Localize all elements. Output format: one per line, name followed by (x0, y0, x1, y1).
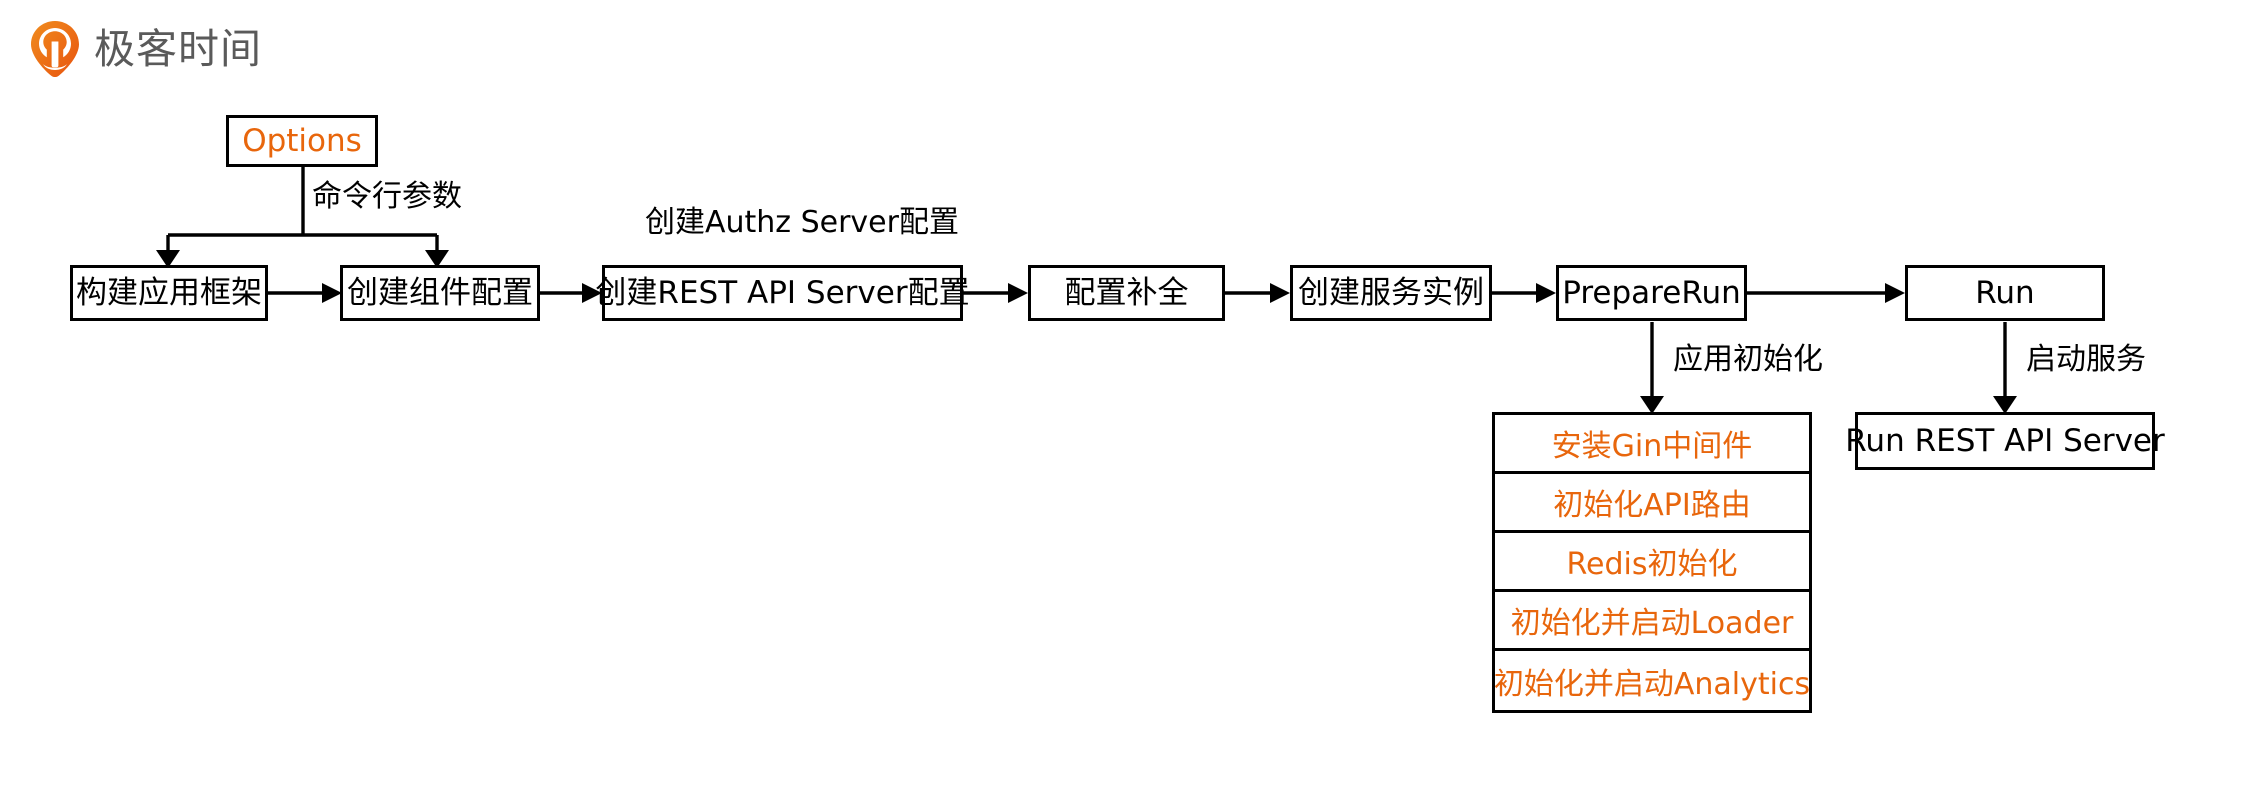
node-options-label: Options (242, 122, 362, 159)
node-run[interactable]: Run (1905, 265, 2105, 321)
brand-name: 极客时间 (94, 24, 262, 73)
node-label: 配置补全 (1064, 274, 1189, 311)
node-prepare-run[interactable]: PrepareRun (1556, 265, 1747, 321)
stack-item-init-start-analytics[interactable]: 初始化并启动Analytics (1493, 651, 1811, 710)
edge-label-start-service: 启动服务 (2026, 342, 2146, 377)
node-create-service-instance[interactable]: 创建服务实例 (1290, 265, 1492, 321)
stack-item-init-api-routes[interactable]: 初始化API路由 (1495, 474, 1809, 533)
node-label: 构建应用框架 (76, 274, 262, 311)
edge-label-command-line-args: 命令行参数 (312, 179, 462, 214)
node-label: 创建组件配置 (347, 274, 533, 311)
node-label: 创建服务实例 (1298, 274, 1484, 311)
stack-item-install-gin-middleware[interactable]: 安装Gin中间件 (1495, 415, 1809, 474)
node-options[interactable]: Options (226, 115, 378, 167)
geek-time-pin-logo-icon (31, 21, 79, 78)
edge-label-authz-server-config: 创建Authz Server配置 (645, 205, 959, 240)
stack-item-label: 初始化API路由 (1553, 488, 1751, 523)
node-label: PrepareRun (1562, 274, 1741, 311)
node-run-rest-api-server[interactable]: Run REST API Server (1845, 412, 2165, 470)
app-init-stack: 安装Gin中间件 初始化API路由 Redis初始化 初始化并启动Loader … (1492, 412, 1812, 713)
stack-item-label: 初始化并启动Analytics (1493, 666, 1811, 702)
brand-header: 极客时间 (30, 20, 262, 78)
node-label: 创建REST API Server配置 (595, 274, 970, 311)
node-create-component-config[interactable]: 创建组件配置 (340, 265, 540, 321)
stack-item-label: 安装Gin中间件 (1551, 429, 1753, 464)
stack-item-redis-init[interactable]: Redis初始化 (1495, 533, 1809, 592)
node-build-app-framework[interactable]: 构建应用框架 (70, 265, 268, 321)
edge-label-app-init: 应用初始化 (1673, 342, 1823, 377)
node-label: Run (1975, 274, 2035, 311)
stack-item-label: Redis初始化 (1566, 547, 1738, 582)
node-create-rest-api-server-config[interactable]: 创建REST API Server配置 (595, 265, 970, 321)
stack-item-label: 初始化并启动Loader (1510, 606, 1794, 641)
node-config-completion[interactable]: 配置补全 (1028, 265, 1225, 321)
stack-item-init-start-loader[interactable]: 初始化并启动Loader (1495, 592, 1809, 651)
node-label: Run REST API Server (1845, 422, 2165, 459)
